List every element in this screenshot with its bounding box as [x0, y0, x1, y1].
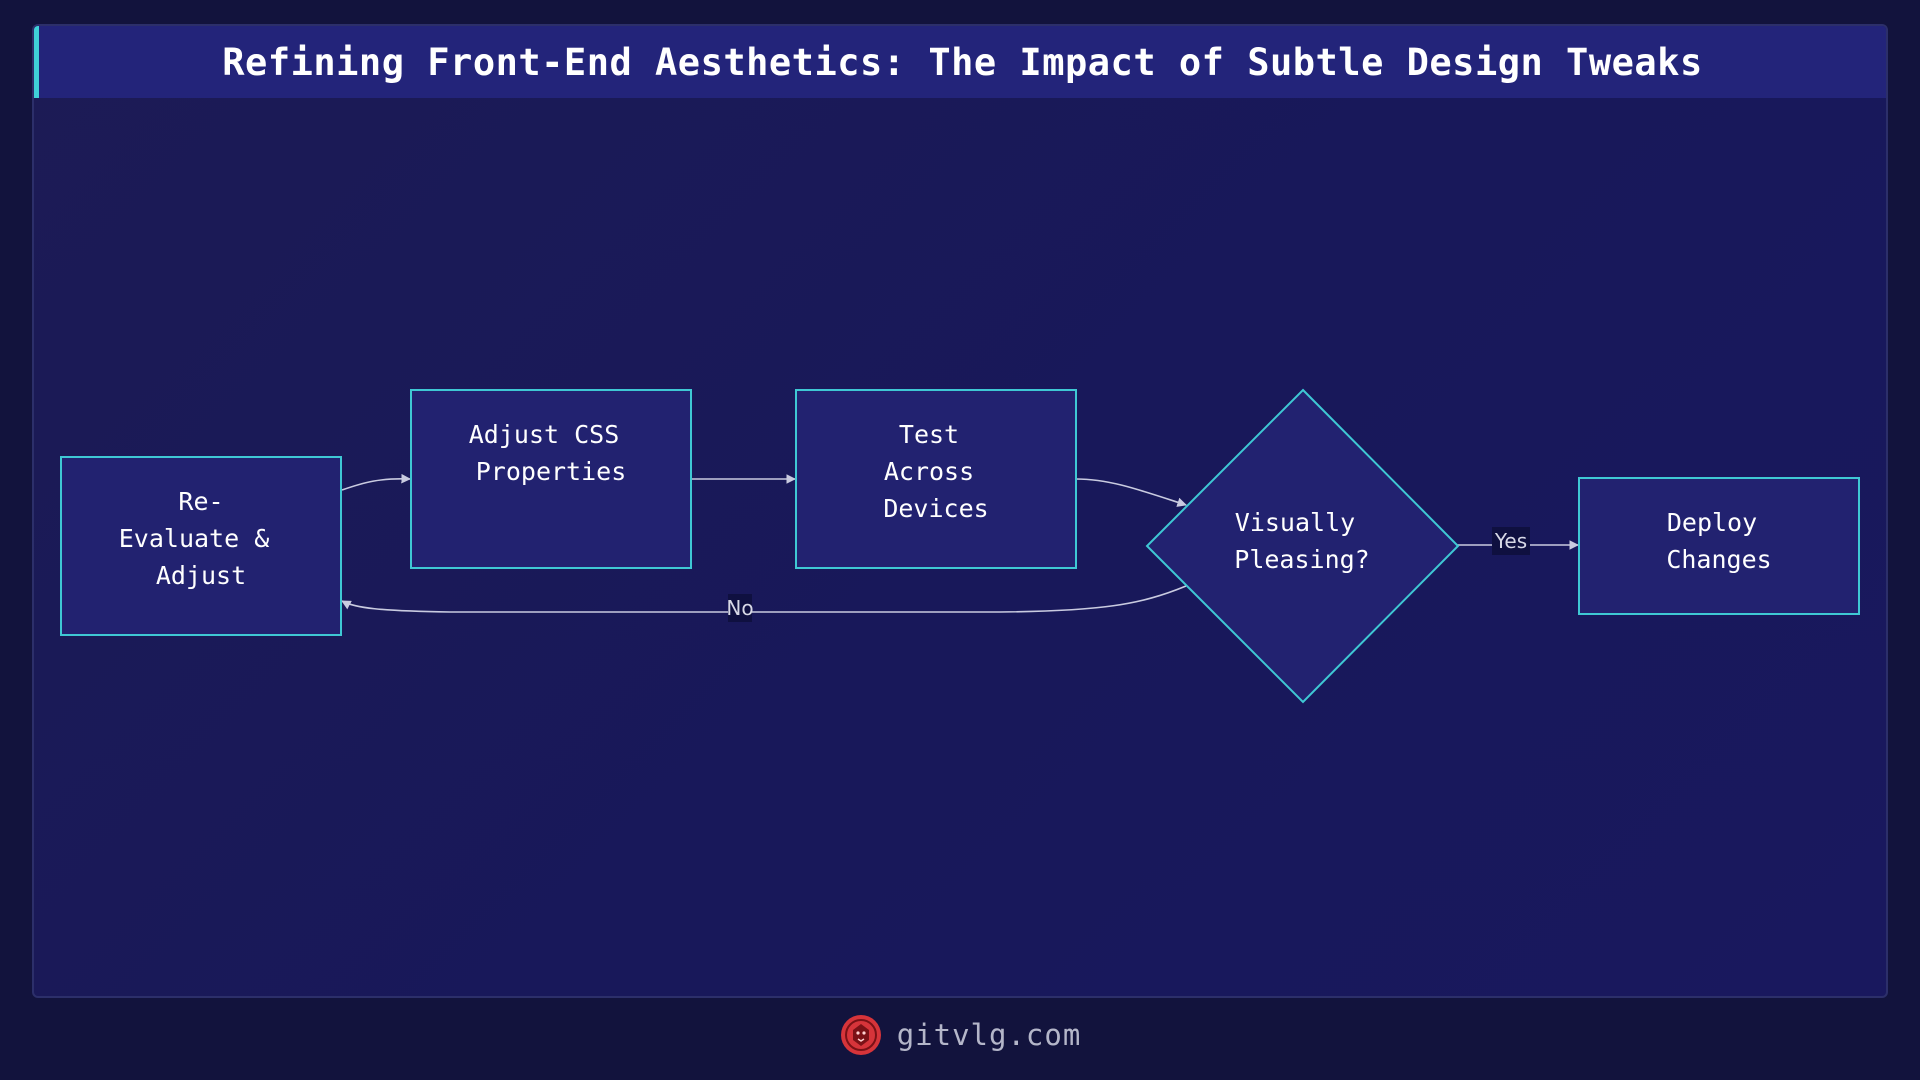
svg-text:Adjust CSS: Adjust CSS — [469, 420, 620, 449]
svg-text:Across: Across — [884, 457, 974, 486]
svg-text:No: No — [726, 596, 753, 620]
lion-logo-icon — [840, 1015, 881, 1055]
page-title: Refining Front-End Aesthetics: The Impac… — [222, 40, 1703, 84]
node-adjust-css-properties: Adjust CSS Properties — [410, 389, 692, 569]
node-test-across-devices: Test Across Devices — [795, 389, 1077, 569]
svg-text:Adjust: Adjust — [156, 561, 246, 590]
footer-site-link[interactable]: gitvlg.com — [896, 1018, 1082, 1052]
title-bar: Refining Front-End Aesthetics: The Impac… — [34, 26, 1886, 98]
edge-test-to-decision — [1075, 478, 1187, 507]
svg-text:Pleasing?: Pleasing? — [1234, 545, 1369, 574]
edges — [341, 473, 1579, 613]
svg-text:Test: Test — [899, 420, 959, 449]
node-visually-pleasing-decision: Visually Pleasing? — [1145, 388, 1460, 704]
edge-decision-to-reevaluate — [341, 585, 1187, 613]
edge-label-yes: Yes — [1492, 527, 1530, 555]
svg-text:Evaluate &: Evaluate & — [119, 524, 270, 553]
footer: gitvlg.com — [0, 1010, 1920, 1060]
svg-text:Visually: Visually — [1235, 508, 1355, 537]
svg-text:Yes: Yes — [1494, 529, 1527, 553]
node-reevaluate-adjust: Re- Evaluate & Adjust — [60, 456, 342, 636]
node-deploy-changes: Deploy Changes — [1578, 477, 1860, 615]
svg-text:Re-: Re- — [178, 487, 223, 516]
svg-text:Changes: Changes — [1666, 545, 1771, 574]
edge-label-no: No — [726, 594, 754, 622]
svg-text:Deploy: Deploy — [1667, 508, 1757, 537]
svg-text:Devices: Devices — [883, 494, 988, 523]
svg-text:Properties: Properties — [476, 457, 627, 486]
edge-reevaluate-to-adjust-css — [341, 473, 411, 491]
